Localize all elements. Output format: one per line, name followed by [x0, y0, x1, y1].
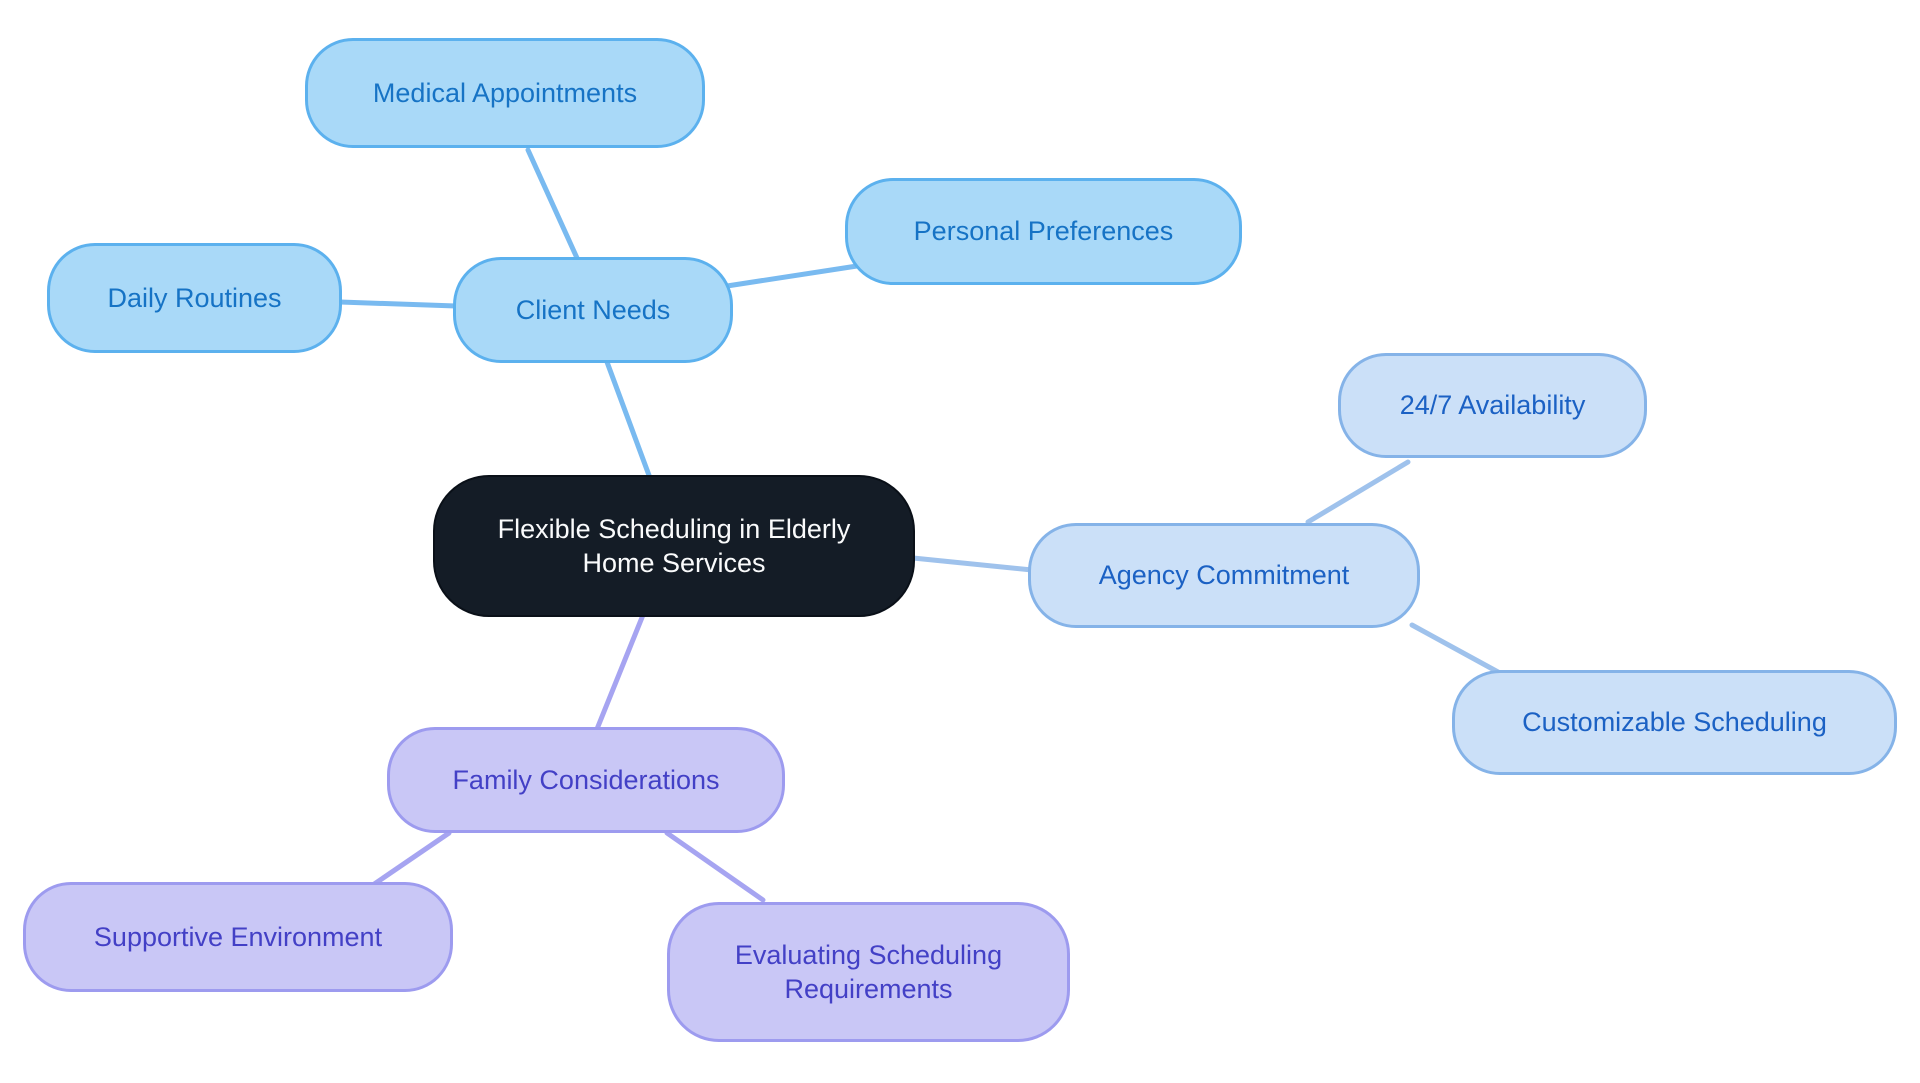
node-label-evaluating-scheduling-requirements: Evaluating Scheduling Requirements	[734, 939, 1003, 1004]
edge-personal-preferences	[724, 263, 860, 289]
node-label-personal-preferences: Personal Preferences	[913, 216, 1174, 247]
edge-client-needs-root	[604, 359, 653, 481]
node-label-medical-appointments: Medical Appointments	[372, 77, 638, 108]
node-label-availability-24-7: 24/7 Availability	[1399, 390, 1586, 421]
node-agency-commitment[interactable]: Agency Commitment	[1028, 523, 1420, 628]
node-evaluating-scheduling-requirements[interactable]: Evaluating Scheduling Requirements	[667, 902, 1070, 1042]
node-label-daily-routines: Daily Routines	[107, 282, 282, 313]
node-daily-routines[interactable]: Daily Routines	[47, 243, 342, 353]
node-label-central-topic: Flexible Scheduling in Elderly Home Serv…	[497, 513, 851, 578]
node-label-supportive-environment: Supportive Environment	[93, 921, 383, 952]
edge-family-considerations-root	[594, 612, 646, 732]
edge-daily-routines	[337, 299, 459, 309]
edge-customizable-scheduling	[1409, 622, 1501, 675]
edge-medical-appointments	[525, 147, 580, 261]
node-label-customizable-scheduling: Customizable Scheduling	[1522, 707, 1827, 738]
node-personal-preferences[interactable]: Personal Preferences	[845, 178, 1242, 285]
edge-supportive-environment	[364, 830, 452, 892]
node-family-considerations[interactable]: Family Considerations	[387, 727, 785, 833]
node-central-topic[interactable]: Flexible Scheduling in Elderly Home Serv…	[433, 475, 915, 617]
node-customizable-scheduling[interactable]: Customizable Scheduling	[1452, 670, 1897, 775]
node-supportive-environment[interactable]: Supportive Environment	[23, 882, 453, 992]
node-label-family-considerations: Family Considerations	[452, 764, 720, 795]
node-label-client-needs: Client Needs	[515, 294, 671, 325]
node-label-agency-commitment: Agency Commitment	[1098, 560, 1350, 591]
edge-evaluating-scheduling-requirements	[664, 830, 766, 903]
node-medical-appointments[interactable]: Medical Appointments	[305, 38, 705, 148]
edge-agency-commitment-root	[910, 555, 1035, 573]
edge-availability-24-7	[1305, 459, 1411, 525]
node-client-needs[interactable]: Client Needs	[453, 257, 733, 363]
node-availability-24-7[interactable]: 24/7 Availability	[1338, 353, 1647, 458]
